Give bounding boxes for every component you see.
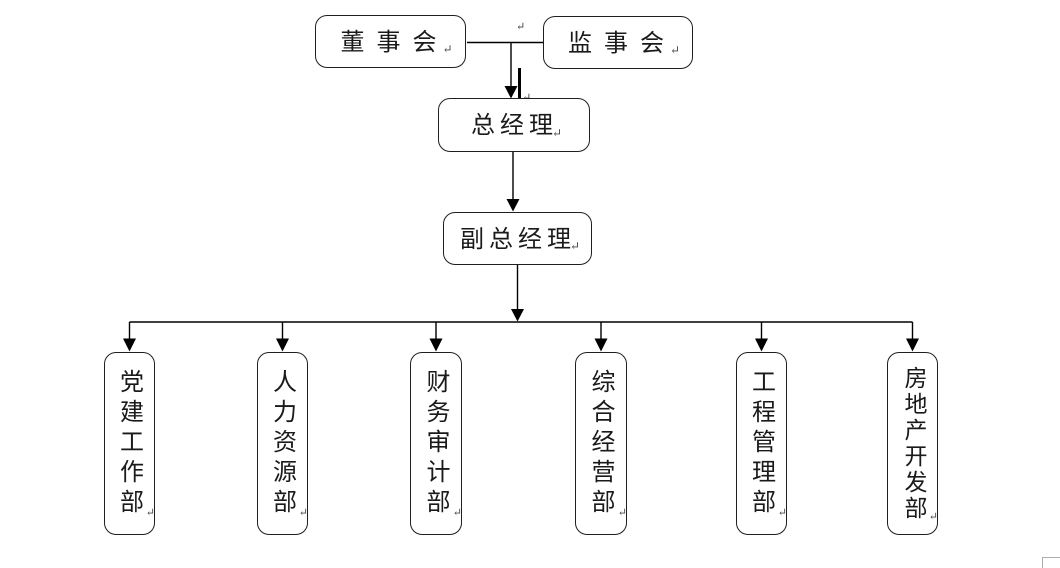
- paragraph-return-mark: ↵: [145, 506, 155, 519]
- deputy-general-manager-box: 副总经理 ↵: [443, 212, 592, 265]
- paragraph-return-mark: ↵: [617, 506, 627, 519]
- dept-box-comprehensive-operations: 综合经营部 ↵: [575, 352, 627, 535]
- arrow-to-dept-4: [594, 322, 608, 352]
- dept-box-real-estate-development: 房地产开发部 ↵: [887, 352, 938, 535]
- dept-label: 人力资源部: [268, 368, 297, 519]
- paragraph-return-mark: ↵: [928, 510, 938, 523]
- arrow-to-dept-3: [429, 322, 443, 352]
- arrow-gm-to-deputy: [506, 152, 520, 212]
- paragraph-return-mark: ↵: [669, 43, 681, 57]
- arrow-to-dept-1: [123, 322, 136, 352]
- paragraph-return-mark: ↵: [442, 42, 453, 56]
- board-of-directors-label: 董事会: [340, 27, 449, 56]
- arrow-deputy-to-rail: [511, 265, 524, 322]
- dept-box-human-resources: 人力资源部 ↵: [257, 352, 308, 535]
- dept-box-finance-audit: 财务审计部 ↵: [410, 352, 462, 535]
- dept-box-engineering-management: 工程管理部 ↵: [736, 352, 787, 535]
- paragraph-return-mark: ↵: [452, 506, 462, 519]
- dept-box-party-building: 党建工作部 ↵: [104, 352, 155, 535]
- paragraph-return-mark: ↵: [298, 506, 308, 519]
- supervisory-board-box: 监事会 ↵: [543, 16, 693, 69]
- arrow-to-dept-2: [276, 322, 289, 352]
- general-manager-box: 总经理 ↵: [438, 98, 590, 152]
- general-manager-label: 总经理: [470, 111, 558, 139]
- board-of-directors-box: 董事会 ↵: [315, 15, 466, 68]
- paragraph-return-mark: ↵: [551, 126, 563, 140]
- arrow-to-general-manager: [504, 42, 518, 99]
- supervisory-board-label: 监事会: [567, 28, 676, 57]
- paragraph-return-mark: ↵: [777, 506, 787, 519]
- floating-paragraph-return-mark-mid: ↵: [522, 92, 531, 103]
- deputy-general-manager-label: 副总经理: [459, 224, 576, 253]
- dept-label: 工程管理部: [747, 368, 776, 519]
- dept-label: 财务审计部: [422, 368, 450, 519]
- page-margin-corner-mark: [1042, 557, 1060, 568]
- arrow-to-dept-5: [755, 322, 768, 352]
- arrow-to-dept-6: [906, 322, 919, 352]
- paragraph-return-mark: ↵: [569, 239, 581, 253]
- floating-paragraph-return-mark-top: ↵: [516, 20, 526, 33]
- dept-label: 党建工作部: [115, 368, 144, 519]
- dept-label: 综合经营部: [587, 368, 615, 519]
- dept-label: 房地产开发部: [900, 365, 926, 522]
